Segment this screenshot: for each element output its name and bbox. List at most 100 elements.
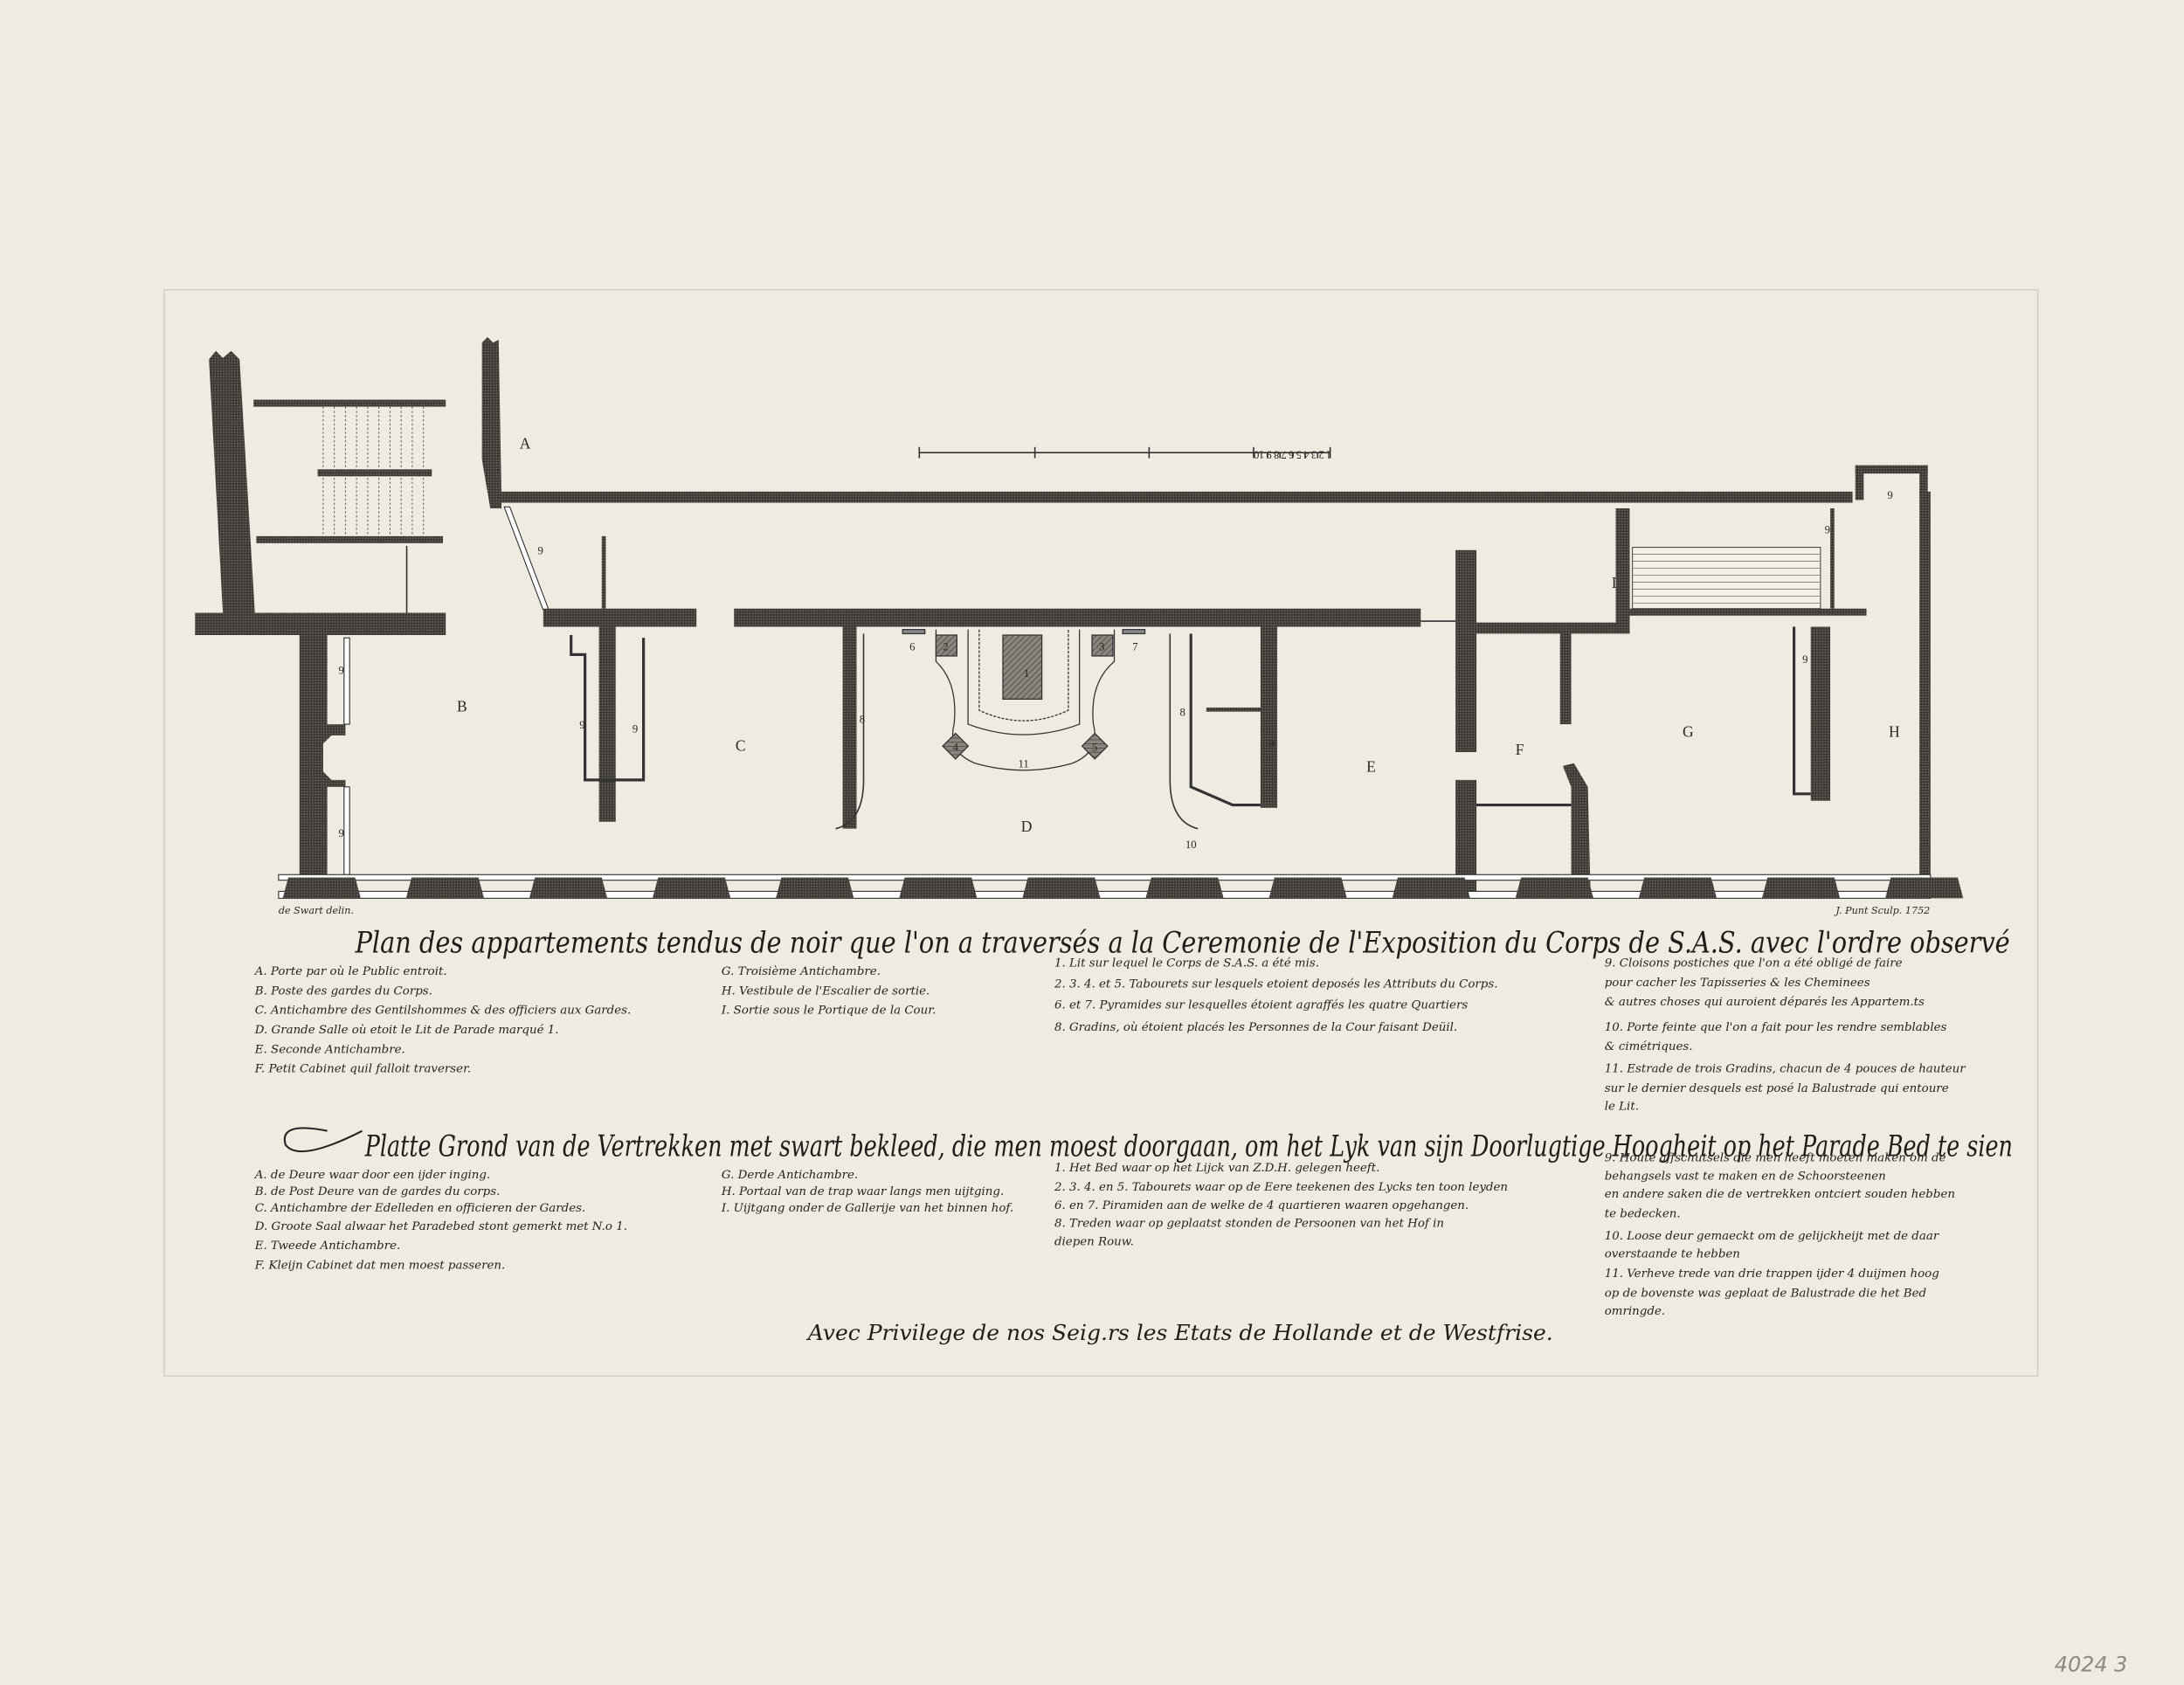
french-legend-col3-line: 6. et 7. Pyramides sur lesquelles étoien… xyxy=(1054,998,1468,1012)
label-8: 8 xyxy=(860,713,865,725)
central-wall xyxy=(734,608,1421,627)
dutch-legend-col4-line: 9. Houte affschutsels die men heeft moet… xyxy=(1605,1152,1946,1165)
dutch-legend-col4-line: omringde. xyxy=(1605,1305,1665,1318)
engraver-credit: J. Punt Sculp. 1752 xyxy=(1834,905,1930,916)
french-legend-col2-line: G. Troisième Antichambre. xyxy=(722,965,881,978)
left-outer-wall xyxy=(195,350,446,636)
french-legend-col1-line: D. Grande Salle où etoit le Lit de Parad… xyxy=(254,1024,559,1037)
window-pier xyxy=(1392,877,1470,899)
dutch-legend-col3-line: 1. Het Bed waar op het Lijck van Z.D.H. … xyxy=(1054,1162,1379,1175)
label-a: A xyxy=(520,434,531,452)
wall-i xyxy=(1615,508,1630,634)
label-h: H xyxy=(1889,722,1900,740)
label-9: 9 xyxy=(579,719,584,731)
central-wall xyxy=(543,608,697,627)
south-wall-with-windows xyxy=(278,874,1964,899)
label-9: 9 xyxy=(338,665,343,677)
french-legend-col1-line: C. Antichambre des Gentilshommes & des o… xyxy=(255,1005,632,1018)
window-pier xyxy=(529,877,608,899)
dutch-legend-col4-line: en andere saken die de vertrekken ontcie… xyxy=(1605,1188,1955,1201)
label-10: 10 xyxy=(1185,839,1197,851)
label-9: 9 xyxy=(338,827,343,839)
east-wall xyxy=(1919,491,1931,899)
window-pier xyxy=(1515,877,1593,899)
french-title: Plan des appartements tendus de noir que… xyxy=(355,926,2010,960)
french-legend-col4-line: 10. Porte feinte que l'on a fait pour le… xyxy=(1605,1021,1947,1034)
french-legend: A. Porte par où le Public entroit.B. Pos… xyxy=(253,957,1967,1114)
label-1: 1 xyxy=(1024,667,1029,680)
inventory-mark: 4024 3 xyxy=(2055,1652,2128,1676)
scale-numbers: 1 2 3 4 5 6 7 8 9 10 xyxy=(1254,449,1331,461)
dutch-legend-col4-line: te bedecken. xyxy=(1605,1208,1681,1221)
label-c: C xyxy=(736,736,746,754)
entrance-wall xyxy=(481,336,501,508)
label-e: E xyxy=(1366,757,1376,775)
window-pier xyxy=(1022,877,1101,899)
french-legend-col4-line: 11. Estrade de trois Gradins, chacun de … xyxy=(1605,1063,1967,1076)
label-5: 5 xyxy=(1092,741,1097,753)
label-9: 9 xyxy=(1802,653,1807,666)
stair-wall-top xyxy=(253,399,446,407)
dutch-legend-col1-line: F. Kleijn Cabinet dat men moest passeren… xyxy=(254,1259,506,1272)
label-6: 6 xyxy=(909,641,915,653)
label-i: I xyxy=(1612,574,1617,591)
dutch-legend-col4-line: behangsels vast te maken en de Schoorste… xyxy=(1605,1170,1886,1183)
dutch-legend-col1-line: B. de Post Deure van de gardes du corps. xyxy=(254,1185,501,1198)
dutch-legend-col3-line: 2. 3. 4. en 5. Tabourets waar op de Eere… xyxy=(1054,1181,1508,1194)
french-legend-col4-line: 9. Cloisons postiches que l'on a été obl… xyxy=(1605,957,1903,970)
dutch-legend-col1-line: A. de Deure waar door een ijder inging. xyxy=(253,1169,490,1182)
french-legend-col2-line: H. Vestibule de l'Escalier de sortie. xyxy=(721,984,930,998)
label-8: 8 xyxy=(1179,707,1185,719)
plan-labels: A B C D E F G H I 1 2 3 4 5 6 7 8 8 10 1… xyxy=(338,434,1900,851)
french-legend-col1-line: A. Porte par où le Public entroit. xyxy=(253,965,447,978)
floor-plan xyxy=(195,336,1964,899)
label-9: 9 xyxy=(1887,489,1892,501)
dutch-title: Platte Grond van de Vertrekken met swart… xyxy=(364,1129,2013,1163)
label-g: G xyxy=(1683,722,1694,740)
plate-border xyxy=(163,288,2039,1378)
french-legend-col4-line: & cimétriques. xyxy=(1605,1040,1693,1053)
window-pier xyxy=(776,877,854,899)
tabouret-4 xyxy=(942,732,970,760)
window-pier xyxy=(1145,877,1224,899)
wall-f-west xyxy=(1455,549,1477,752)
french-legend-col3-line: 1. Lit sur lequel le Corps de S.A.S. a é… xyxy=(1054,957,1319,970)
french-legend-col2-line: I. Sortie sous le Portique de la Cour. xyxy=(721,1005,936,1018)
dutch-legend-col3-line: 6. en 7. Piramiden aan de welke de 4 qua… xyxy=(1054,1199,1469,1212)
dutch-legend-col4-line: op de bovenste was geplaat de Balustrade… xyxy=(1605,1287,1927,1300)
pyramid-6 xyxy=(902,629,926,635)
dutch-legend-col2-line: G. Derde Antichambre. xyxy=(722,1169,858,1182)
label-11: 11 xyxy=(1019,758,1029,770)
french-legend-col1-line: F. Petit Cabinet quil falloit traverser. xyxy=(254,1063,471,1076)
french-legend-col3-line: 2. 3. 4. et 5. Tabourets sur lesquels et… xyxy=(1054,977,1498,991)
scale-bar xyxy=(918,446,1331,459)
wall-f-curved xyxy=(1562,763,1591,899)
dutch-legend-col1-line: C. Antichambre der Edelleden en officier… xyxy=(255,1202,585,1215)
french-legend-col4-line: le Lit. xyxy=(1605,1101,1639,1114)
label-9: 9 xyxy=(1268,738,1274,750)
french-legend-col3-line: 8. Gradins, où étoient placés les Person… xyxy=(1054,1021,1457,1034)
french-legend-col1-line: E. Seconde Antichambre. xyxy=(254,1043,405,1056)
partition-9-diagonal xyxy=(503,506,550,611)
window-pier xyxy=(405,877,485,899)
stair-steps xyxy=(322,406,425,536)
french-legend-col4-line: sur le dernier desquels est posé la Balu… xyxy=(1605,1082,1949,1095)
window-pier xyxy=(1761,877,1841,899)
privilege-line: Avec Privilege de nos Seig.rs les Etats … xyxy=(806,1321,1553,1345)
dutch-legend-col2-line: I. Uijtgang onder de Gallerije van het b… xyxy=(721,1202,1013,1215)
window-pier xyxy=(1268,877,1347,899)
dutch-legend-col4-line: 11. Verheve trede van drie trappen ijder… xyxy=(1605,1267,1939,1281)
french-legend-col4-line: & autres choses qui auroient déparés les… xyxy=(1605,996,1925,1009)
label-2: 2 xyxy=(943,641,948,653)
dutch-legend-col4-line: 10. Loose deur gemaeckt om de gelijckhei… xyxy=(1605,1230,1940,1243)
stair-i-steps xyxy=(1632,554,1821,604)
label-9: 9 xyxy=(632,723,638,735)
flourish xyxy=(283,1127,363,1153)
stair-i xyxy=(1632,547,1821,610)
window-pier xyxy=(282,877,361,899)
tabouret-3 xyxy=(1091,634,1114,657)
label-7: 7 xyxy=(1132,641,1137,653)
draughtsman-credit: de Swart delin. xyxy=(279,905,354,916)
dutch-legend-col3-line: diepen Rouw. xyxy=(1054,1235,1134,1248)
